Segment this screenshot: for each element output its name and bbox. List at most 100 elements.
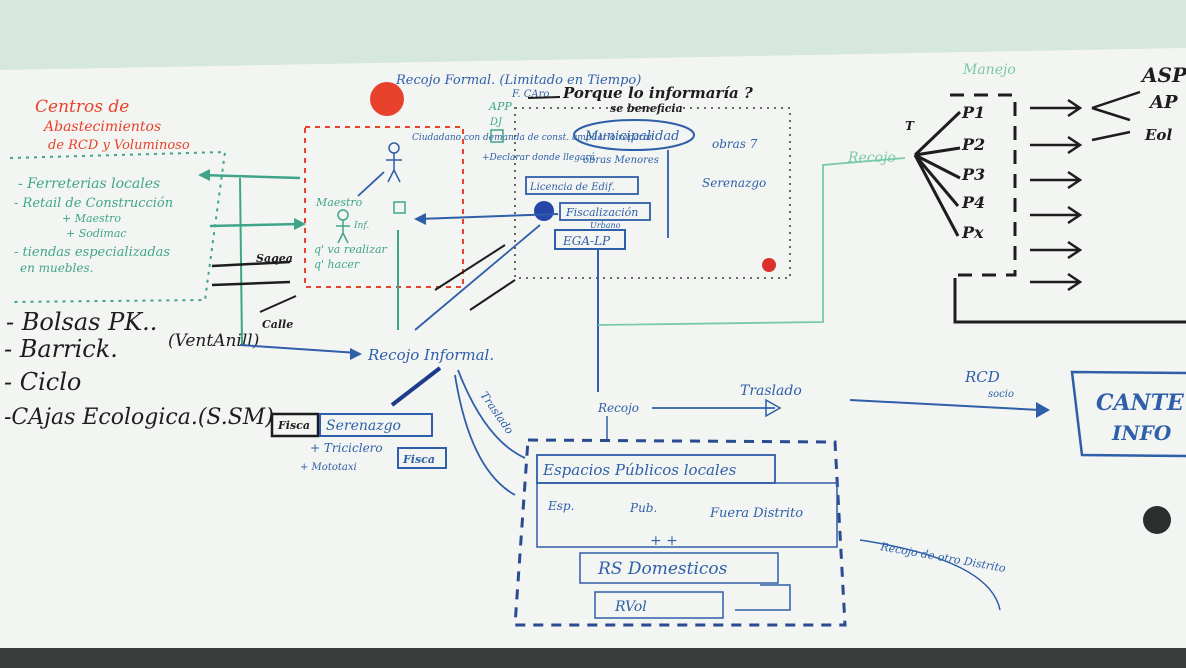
ferreterias-text: - Ferreterias locales: [18, 176, 160, 192]
calle-text: Calle: [262, 318, 293, 331]
teal-vertical-line: [239, 177, 243, 346]
fiscalizacion-box: [559, 202, 651, 221]
arrow-teal-left: [199, 173, 301, 180]
ciclo-text: - Ciclo: [4, 368, 81, 396]
arrowhead: [765, 398, 782, 418]
muebles-text: en muebles.: [20, 261, 93, 275]
px-text: Px: [961, 223, 984, 242]
serenazgo-text: Serenazgo: [702, 176, 766, 190]
black-dashed-box: [950, 93, 1017, 277]
barrick-text: - Barrick.: [4, 335, 118, 363]
recojo-label: Recojo: [597, 401, 639, 415]
espacios-text: Espacios Públicos locales: [542, 461, 737, 479]
fisca-text: Fisca: [277, 419, 310, 432]
beneficia-text: se beneficia: [610, 102, 683, 115]
blue-line-to-informal: [239, 344, 359, 354]
red-magnet: [370, 82, 404, 116]
fisca-box-2: [397, 447, 447, 469]
dark-magnet: [1143, 506, 1171, 534]
bolsas-text: - Bolsas PK..: [6, 308, 157, 336]
municipal-box: [514, 107, 791, 279]
fisca-text-2: Fisca: [402, 453, 435, 466]
right-bracket: [735, 584, 791, 611]
obras-menores-text: obras Menores: [583, 155, 659, 166]
q-hacer-text: q' hacer: [314, 258, 360, 271]
black-bracket: [953, 278, 1186, 324]
serenazgo-box: [319, 413, 433, 437]
black-arrow-2: [211, 280, 291, 287]
sodimac-text: + Sodimac: [66, 227, 127, 240]
black-slash-2: [469, 279, 516, 311]
traslado-text: Traslado: [740, 383, 802, 399]
fuera-text: Fuera Distrito: [709, 506, 803, 521]
black-arrow-3: [259, 295, 297, 313]
declarar-text: +Declarar donde llegará: [482, 152, 595, 163]
ciudadano-text: Ciudadano con demanda de const. ampliar …: [412, 133, 654, 143]
p1-text: P1: [961, 103, 985, 122]
dj-text: DJ: [489, 117, 503, 128]
arrowhead: [1036, 402, 1050, 418]
pub-text: Pub.: [629, 501, 657, 515]
teal-connector: [597, 157, 906, 326]
curved-arrow-otro: [859, 539, 1001, 611]
p2-text: P2: [961, 135, 985, 154]
blue-diag-line: [414, 224, 541, 331]
curved-arrow-2: [454, 374, 516, 496]
rvol-box: [594, 591, 724, 619]
ega-box: [554, 229, 626, 250]
espacios-sub-box: [536, 482, 838, 548]
espacios-dashed-region: [513, 438, 847, 627]
double-arrow: [390, 366, 442, 407]
licencia-text: Licencia de Edif.: [529, 182, 615, 193]
ventanilla-text: (VentAnill): [168, 331, 259, 351]
centros-sub1: Abastecimientos: [42, 119, 161, 135]
porque-text: Porque lo informaría ?: [562, 84, 753, 102]
t-text: T: [905, 119, 915, 133]
rcd-arrow: [849, 399, 1041, 411]
checkbox-icon: [490, 129, 504, 143]
que-realizar-text: q' va realizar: [314, 243, 388, 256]
recojo-formal-text: Recojo Formal. (Limitado en Tiempo): [395, 73, 641, 88]
black-arrow-1: [211, 260, 291, 268]
municipalidad-text: Municipalidad: [584, 129, 679, 144]
p4-text: P4: [961, 193, 985, 212]
serenazgo-informal-text: Serenazgo: [326, 418, 401, 434]
red-magnet-small: [762, 258, 776, 272]
ap-text: AP: [1148, 92, 1178, 113]
arrowhead: [198, 169, 210, 181]
rs-text: RS Domesticos: [597, 559, 728, 579]
floor-strip: [0, 648, 1186, 668]
arrow-ciudadano-maestro: [357, 171, 385, 197]
recojo-informal-text: Recojo Informal.: [367, 346, 494, 364]
canter-text: CANTE: [1096, 390, 1185, 416]
maestro-person-icon: [336, 220, 350, 244]
person-icon: [386, 153, 402, 183]
arrowhead: [294, 218, 306, 230]
licencia-box: [525, 176, 639, 195]
checkbox-icon: [393, 201, 406, 214]
tiendas-text: - tiendas especializadas: [14, 245, 170, 260]
fisca-box: [270, 412, 320, 438]
curved-arrow-1: [457, 369, 526, 459]
inf-label: Inf.: [353, 221, 369, 231]
saqea-text: Saqea: [256, 252, 293, 265]
p3-text: P3: [961, 165, 985, 184]
f-caro-text: F. CAro: [511, 89, 549, 100]
urbano-text: Urbano: [590, 221, 621, 230]
right-arrows: [1030, 90, 1141, 292]
maestro-text: + Maestro: [62, 212, 121, 225]
fiscalizacion-text: Fiscalización: [565, 206, 638, 219]
blue-magnet: [534, 201, 554, 221]
asp-text: ASP: [1140, 63, 1186, 87]
arrowhead: [350, 348, 362, 360]
arrow-black-left: [527, 96, 561, 99]
esp-text: Esp.: [547, 499, 574, 513]
rcd-text: RCD: [964, 368, 1000, 386]
manejo-text: Manejo: [962, 62, 1016, 78]
eol-text: Eol: [1144, 126, 1172, 144]
socio-text: socio: [988, 389, 1014, 400]
triciclero-text: + Triciclero: [310, 441, 383, 455]
arrow-to-maestro: [417, 213, 559, 220]
ega-text: EGA-LP: [562, 234, 611, 248]
